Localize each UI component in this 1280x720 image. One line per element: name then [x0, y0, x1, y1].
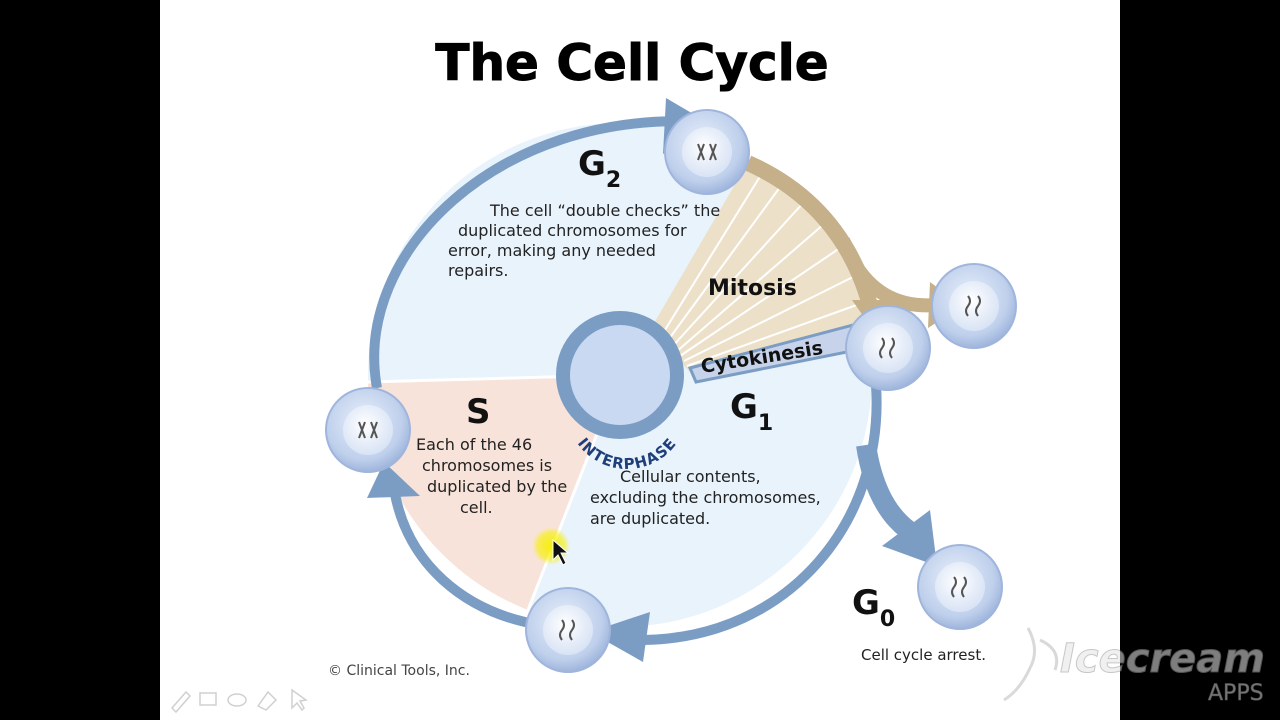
g1-description: Cellular contents, excluding the chromos… — [590, 467, 826, 528]
chromosome-icon — [697, 143, 717, 161]
presenter-toolbar — [170, 688, 308, 714]
watermark-brand: Icecream — [1060, 636, 1265, 682]
cell-g2 — [664, 109, 750, 195]
chromosome-icon — [358, 421, 378, 439]
mitosis-stripes — [659, 169, 866, 367]
s-description: Each of the 46 chromosomes is duplicated… — [416, 435, 572, 517]
cell-g1-bottom — [525, 587, 611, 673]
chromosome-icon — [879, 337, 895, 359]
cycle-arc-g1 — [642, 384, 882, 645]
watermark: Icecream APPS — [1003, 627, 1265, 706]
copyright-text: © Clinical Tools, Inc. — [328, 663, 470, 679]
pen-icon[interactable] — [170, 690, 192, 714]
chromosome-icon — [951, 576, 967, 598]
screen-icon[interactable] — [199, 692, 217, 706]
chromosome-icon — [965, 295, 981, 317]
cell-daughter-1 — [845, 305, 931, 391]
eraser-icon[interactable] — [227, 693, 247, 707]
s-phase-sector — [368, 375, 620, 610]
chromosome-icon — [559, 619, 575, 641]
cell-g0 — [917, 544, 1003, 630]
page-title: The Cell Cycle — [435, 34, 828, 92]
cell-daughter-2 — [931, 263, 1017, 349]
watermark-logo-icon — [1003, 627, 1059, 702]
g0-arrow-shaft — [856, 443, 915, 538]
g2-label: G2 — [578, 144, 621, 193]
interphase-nucleus — [570, 325, 670, 425]
mitosis-arrow-branch — [836, 237, 936, 313]
g2-description: The cell “double checks” the duplicated … — [448, 201, 725, 280]
mouse-pointer-icon — [552, 538, 570, 566]
g0-label: G0 — [852, 583, 895, 632]
s-label: S — [466, 392, 491, 432]
mitosis-label: Mitosis — [708, 276, 797, 301]
cell-s — [325, 387, 411, 473]
g0-description: Cell cycle arrest. — [861, 646, 986, 664]
cycle-arc-s — [390, 493, 541, 630]
g1-label: G1 — [730, 387, 773, 436]
g0-arrow-head — [882, 510, 937, 566]
watermark-sub: APPS — [1208, 681, 1264, 706]
arrow-head-g1 — [590, 612, 650, 662]
shape-icon[interactable] — [256, 690, 278, 711]
cursor-icon[interactable] — [291, 688, 308, 712]
cycle-arc-g2 — [369, 116, 701, 389]
